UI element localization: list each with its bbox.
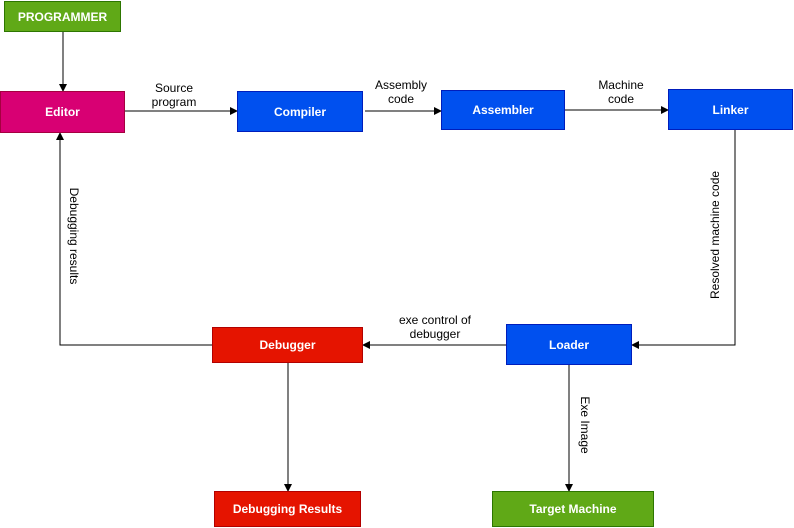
edge-label-exe-image: Exe Image <box>578 395 592 455</box>
compiler-node[interactable]: Compiler <box>237 91 363 132</box>
edge-label-machine-code: Machine code <box>588 78 654 106</box>
debugging-results-node[interactable]: Debugging Results <box>214 491 361 527</box>
assembler-node[interactable]: Assembler <box>441 90 565 130</box>
edge-label-resolved-machine-code: Resolved machine code <box>708 170 722 299</box>
edge-linker-loader <box>631 130 736 349</box>
programmer-node[interactable]: PROGRAMMER <box>4 1 121 32</box>
edge-label-assembly-code: Assembly code <box>366 78 436 106</box>
loader-node[interactable]: Loader <box>506 324 632 365</box>
target-machine-node[interactable]: Target Machine <box>492 491 654 527</box>
linker-node[interactable]: Linker <box>668 89 793 130</box>
edge-label-source-program: Source program <box>138 81 210 109</box>
edge-label-debugging-results: Debugging results <box>67 184 81 288</box>
editor-node[interactable]: Editor <box>0 91 125 133</box>
debugger-node[interactable]: Debugger <box>212 327 363 363</box>
edge-debugger-editor <box>56 132 212 346</box>
edge-label-exe-control: exe control of debugger <box>388 313 482 341</box>
